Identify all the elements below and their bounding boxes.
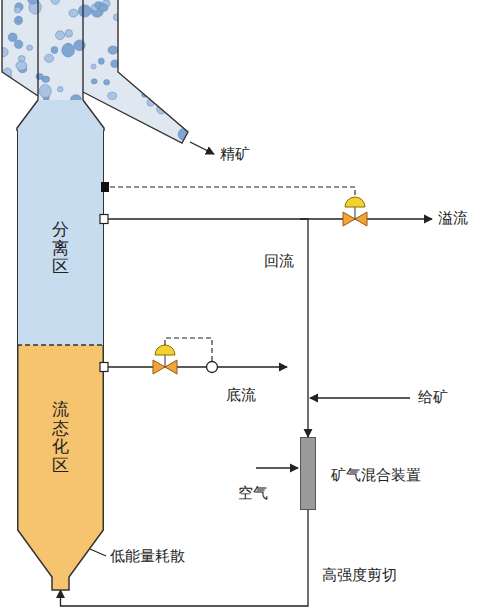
- annotation-label: 低能量耗散: [110, 547, 185, 565]
- bubble: [125, 37, 131, 44]
- bubble: [14, 40, 22, 48]
- flow-connector: [104, 219, 308, 437]
- underflow-valve: [153, 345, 177, 374]
- flow-label: 高强度剪切: [320, 566, 399, 584]
- fluidization-zone: 流态化区: [17, 345, 104, 590]
- bubble: [131, 0, 138, 5]
- zone-label: 流态化区: [52, 400, 69, 475]
- level-sensor: [101, 182, 109, 192]
- mixing-device: 矿气混合装置: [300, 437, 316, 510]
- device-label: 矿气混合装置: [331, 466, 421, 484]
- bubble: [14, 16, 22, 25]
- bubble: [122, 0, 127, 3]
- bubble: [113, 14, 120, 21]
- outlet-label: 溢流: [438, 209, 468, 227]
- bubble: [8, 33, 17, 42]
- bubble: [16, 61, 27, 70]
- froth-launder: [2, 0, 188, 143]
- bubble: [155, 62, 164, 69]
- bubble: [168, 73, 181, 86]
- density-signal-line: [165, 338, 212, 361]
- bubble: [177, 43, 186, 51]
- feed-arrow: [310, 397, 410, 398]
- concentrate-arrow: [190, 142, 214, 154]
- bubble: [9, 103, 18, 111]
- zone-wall: [18, 345, 104, 590]
- bubble: [36, 73, 44, 79]
- bubble: [138, 15, 145, 22]
- bubble: [78, 5, 91, 17]
- bubble: [51, 0, 60, 4]
- bubble: [118, 36, 126, 42]
- launder-wall: [2, 0, 188, 143]
- bubble: [98, 58, 104, 64]
- bubble: [165, 65, 172, 72]
- zone-boundary: [17, 344, 104, 345]
- bubble: [17, 17, 22, 22]
- bubble: [185, 92, 191, 98]
- bubble: [177, 110, 189, 121]
- bubble: [137, 72, 146, 81]
- bubble: [51, 47, 58, 54]
- bubble: [55, 31, 64, 40]
- air-arrow: [256, 467, 298, 468]
- bubble: [91, 64, 96, 69]
- bubble: [62, 44, 75, 57]
- density-meter: [207, 362, 218, 373]
- bubble: [176, 113, 184, 120]
- underflow-pipe: [108, 366, 287, 367]
- bubble: [130, 135, 140, 144]
- bubble: [69, 9, 78, 17]
- column-taper-wall: [17, 100, 104, 131]
- bubble: [28, 0, 38, 4]
- inlet-label: 空气: [238, 484, 268, 502]
- level-signal-line: [110, 187, 355, 196]
- zone-fill: [17, 345, 104, 590]
- bubble: [164, 56, 173, 65]
- bubble: [166, 93, 174, 101]
- outlet-label: 底流: [226, 386, 256, 404]
- bubble: [20, 101, 32, 111]
- bubble: [108, 92, 117, 99]
- bubble: [167, 80, 173, 85]
- underflow-outlet: [100, 363, 108, 372]
- bubble: [57, 87, 63, 92]
- bubble: [65, 30, 72, 38]
- overflow-valve: [343, 197, 367, 226]
- bubble: [144, 57, 155, 68]
- bubble: [27, 45, 33, 50]
- column-taper: [17, 100, 104, 131]
- overflow-outlet: [100, 215, 108, 224]
- bubble: [187, 0, 192, 4]
- bubble: [170, 60, 182, 71]
- bubble: [164, 22, 169, 27]
- froth-bubbles: [0, 0, 194, 144]
- bubble: [175, 10, 183, 16]
- bubble: [18, 56, 25, 62]
- bubble: [182, 60, 194, 72]
- separation-zone: 分离区: [17, 131, 104, 345]
- leader-line: [90, 549, 106, 556]
- bubble: [182, 87, 189, 93]
- product-label: 精矿: [220, 145, 250, 163]
- bubble: [166, 47, 173, 53]
- zone-label: 分离区: [52, 220, 69, 276]
- bubble: [165, 102, 170, 107]
- flow-label: 回流: [262, 252, 296, 270]
- bubble: [45, 54, 54, 62]
- bubble: [99, 4, 108, 11]
- inlet-label: 给矿: [418, 388, 448, 406]
- bubble: [39, 84, 51, 97]
- bubble: [0, 48, 8, 57]
- bubble: [104, 79, 110, 84]
- bubble: [91, 79, 97, 84]
- bubble: [14, 7, 20, 13]
- bubble: [108, 46, 118, 54]
